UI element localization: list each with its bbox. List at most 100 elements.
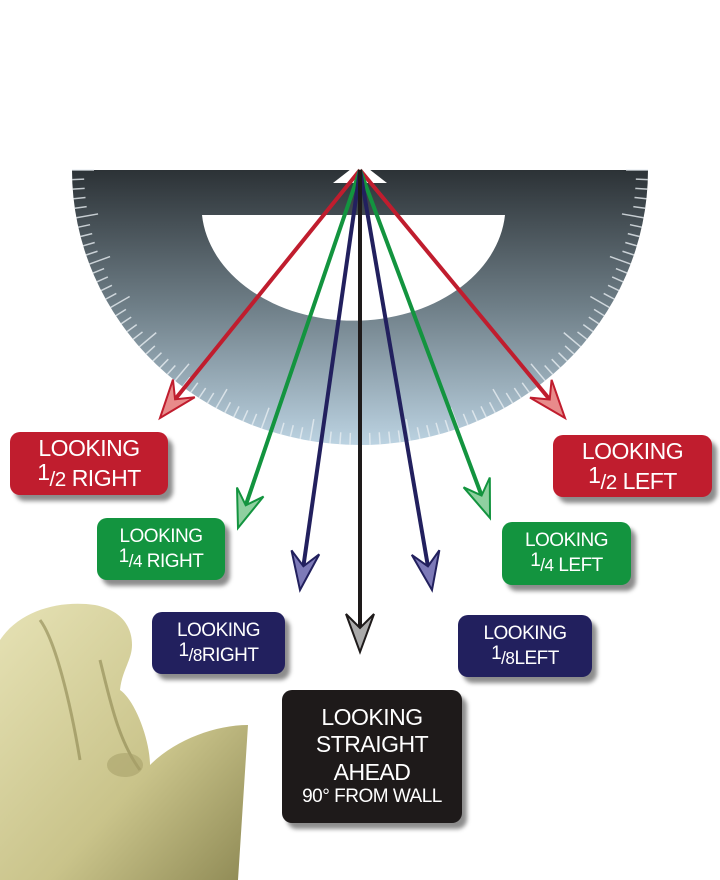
protractor-tick [100,284,113,292]
protractor-tick [166,364,176,375]
protractor-tick [242,409,249,422]
protractor-tick [260,407,270,429]
protractor-tick [611,276,624,283]
protractor-tick [615,267,628,274]
protractor-tick [544,364,554,375]
protractor-tick [577,331,588,340]
label-line: LOOKING [524,530,609,552]
protractor-tick [132,331,143,340]
protractor-tick [92,267,105,274]
label-line: LOOKING [176,619,261,641]
label-fraction: 1/8LEFT [491,642,559,669]
protractor-tick [462,413,469,426]
label-line: LOOKING [321,703,423,730]
direction-arrows [158,168,567,655]
protractor-tick [627,232,640,238]
label-quarter-left: LOOKING 1/4 LEFT [502,522,631,585]
label-half-left: LOOKING 1/2 LEFT [553,435,712,497]
protractor-tick [89,255,111,265]
protractor-tick [621,213,644,219]
label-line: LOOKING [581,437,684,464]
label-eighth-left: LOOKING 1/8LEFT [458,615,592,677]
protractor-tick [126,323,138,333]
label-line: 90° FROM WALL [302,786,442,808]
label-fraction: 1/4 LEFT [530,550,603,576]
protractor-tick [397,430,401,443]
protractor-tick [174,363,190,382]
label-fraction: 1/2 LEFT [588,461,677,494]
protractor-tick [629,223,642,228]
protractor-tick [138,332,157,348]
arrow-half-right [158,168,362,421]
protractor-tick [115,308,127,317]
protractor-tick [530,363,546,382]
protractor-tick [582,323,594,333]
protractor-tick [505,392,514,404]
protractor-tick [589,295,610,309]
protractor-tick [206,392,215,404]
label-line: STRAIGHT [315,731,429,758]
protractor-tick [563,332,582,348]
label-line: AHEAD [333,758,411,785]
protractor-tick [76,213,99,219]
protractor-tick [513,387,522,399]
arrow-straight [345,170,375,655]
protractor-tick [416,427,421,440]
protractor-tick [635,187,648,190]
protractor-tick [105,292,117,300]
protractor-tick [558,352,568,362]
protractor-tick [233,406,240,418]
protractor-tick [488,401,496,414]
protractor-tick [159,358,169,369]
protractor-tick [471,409,478,422]
protractor-tick [339,432,342,445]
protractor-tick [435,422,441,435]
protractor-tick [492,388,505,409]
protractor-tick [329,431,332,444]
protractor-tick [80,232,93,238]
protractor-tick [78,223,91,228]
protractor-tick [444,419,450,432]
protractor-tick [74,205,87,210]
protractor-tick [521,382,530,393]
protractor-tick [198,387,207,399]
protractor-tick [603,292,615,300]
label-quarter-right: LOOKING 1/4 RIGHT [97,518,225,580]
arrow-quarter-left [358,169,492,521]
label-eighth-right: LOOKING 1/8RIGHT [152,612,285,674]
protractor-tick [110,295,131,309]
protractor-tick [120,316,132,325]
protractor-tick [607,284,620,292]
arrow-half-left [358,168,567,421]
protractor-tick [145,345,156,355]
label-line: LOOKING [38,435,140,462]
protractor-tick [593,308,605,317]
label-line: LOOKING [483,622,567,644]
protractor-tick [190,382,199,393]
protractor-tick [378,432,381,445]
protractor-tick [289,425,294,438]
protractor-tick [251,413,258,426]
protractor-tick [96,276,109,283]
protractor-tick [551,358,561,369]
label-fraction: 1/8RIGHT [178,639,259,666]
protractor-tick [72,187,85,190]
protractor-tick [82,241,95,247]
protractor-tick [215,388,228,409]
protractor-tick [426,425,431,438]
arrow-quarter-right [236,169,362,531]
arrow-eighth-left [358,169,441,593]
protractor-tick [633,205,646,210]
horse-head-image [0,603,248,880]
protractor-tick [182,376,191,388]
label-fraction: 1/4 RIGHT [118,545,204,572]
label-half-right: LOOKING 1/2 RIGHT [10,432,168,495]
protractor-tick [279,422,285,435]
protractor-tick [388,431,391,444]
protractor-tick [609,255,631,265]
protractor-tick [224,401,232,414]
label-line: LOOKING [119,525,203,547]
label-straight-ahead: LOOKING STRAIGHT AHEAD 90° FROM WALL [282,690,462,823]
